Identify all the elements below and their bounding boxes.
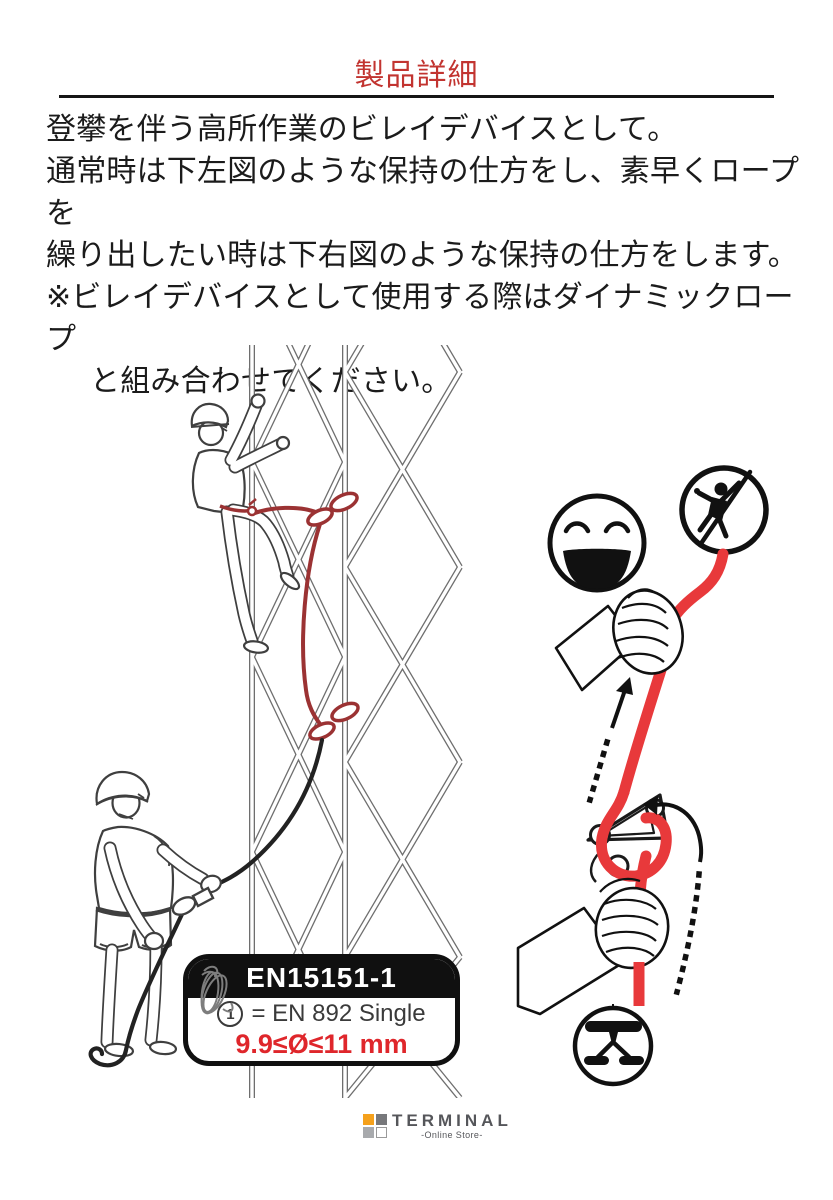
logo-square-white [376,1127,387,1138]
page-title: 製品詳細 [354,59,479,92]
belayer-belay-device [171,886,215,916]
climber-circle-icon [679,465,769,555]
rope-marker-circled-number: 1 [217,1001,244,1027]
badge-rope-standard: = EN 892 Single [251,1000,426,1027]
brake-strand [210,737,325,889]
smiley-face-icon [547,493,647,593]
upper-hand [554,588,684,692]
brand-tagline: -Online Store- [421,1130,483,1140]
description-line: 通常時は下左図のような保持の仕方をし、素早くロープを [46,155,800,230]
badge-rope-diameter: 9.9≤Ø≤11 mm [235,1029,408,1059]
lower-hand [516,877,670,1016]
belayer-figure [88,770,222,1068]
description-line: と組み合わせてください。 [90,365,452,398]
rope-coil-icon [200,965,234,1015]
rope-spec-badge: EN15151-1 1 = EN 892 Single 9.9≤Ø≤11 mm [183,954,460,1066]
badge-standard-label: EN15151-1 [188,959,455,998]
harness-circle-icon [572,1004,654,1087]
logo-mark [363,1114,387,1138]
logo-square-orange [363,1114,374,1125]
description-line: 登攀を伴う高所作業のビレイデバイスとして。 [46,113,678,146]
logo-square-mid [363,1127,374,1138]
belayer-brake-hand [143,931,165,951]
climber-figure [190,393,301,654]
feed-direction-arrow [586,677,633,804]
tie-in-knot [246,505,258,517]
store-logo: TERMINAL -Online Store- [363,1112,512,1140]
brand-name: TERMINAL [392,1111,512,1130]
quickdraw-upper [306,491,359,527]
description-line: ※ビレイデバイスとして使用する際はダイナミックロープ [46,281,794,356]
rotate-direction-arrow [643,796,704,996]
product-description: 登攀を伴う高所作業のビレイデバイスとして。 通常時は下左図のような保持の仕方をし… [46,109,811,403]
quickdraw-lower [308,701,360,741]
climbing-rope-left [210,491,360,889]
logo-square-dark [376,1114,387,1125]
title-divider [59,95,774,98]
description-line: 繰り出したい時は下右図のような保持の仕方をします。 [46,239,798,272]
